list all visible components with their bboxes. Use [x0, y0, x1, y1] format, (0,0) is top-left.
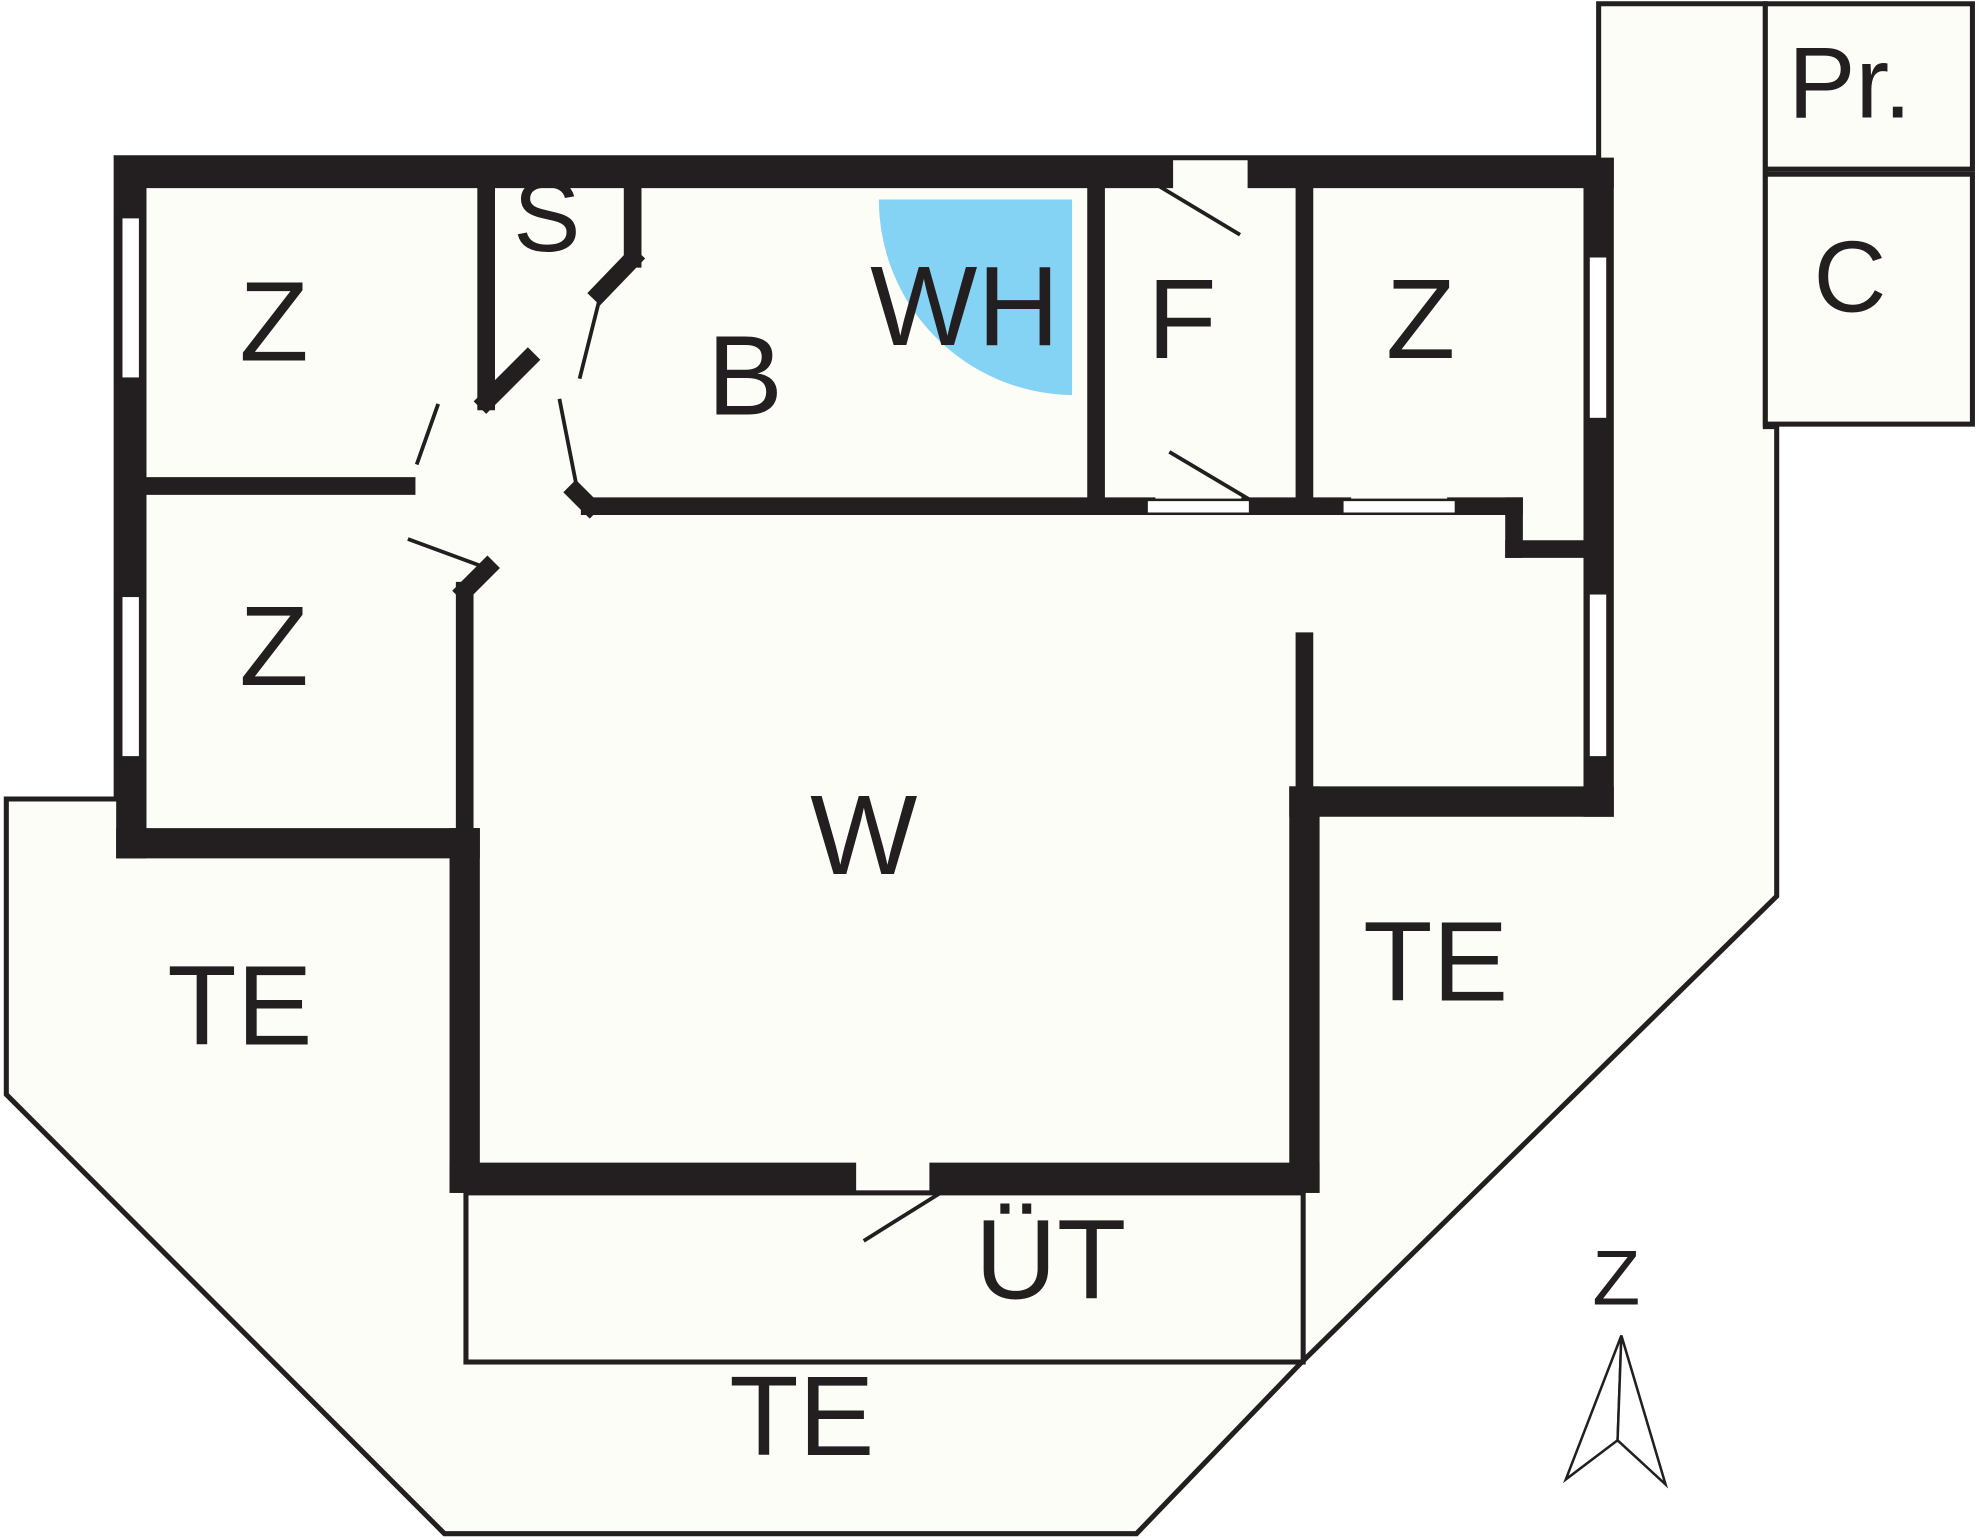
room-label-te-left: TE — [167, 943, 312, 1070]
storage-pr — [1762, 1, 1975, 172]
whirlpool — [878, 199, 1073, 396]
room-label-c: C — [1813, 222, 1886, 334]
room-label-te-right: TE — [1363, 898, 1508, 1025]
compass-label: Z — [1592, 1233, 1640, 1321]
room-label-b: B — [707, 313, 783, 440]
room-label-ut: ÜT — [975, 1196, 1126, 1323]
inner-walls — [130, 174, 1592, 853]
room-label-z2: Z — [239, 583, 308, 710]
room-label-s: S — [513, 161, 580, 273]
room-label-te-bottom: TE — [729, 1353, 874, 1480]
room-label-pr: Pr. — [1788, 27, 1912, 139]
room-label-z1: Z — [239, 258, 308, 385]
room-label-f: F — [1147, 256, 1216, 383]
room-label-w: W — [810, 772, 917, 899]
room-label-wh: WH — [870, 243, 1059, 370]
room-label-z3: Z — [1386, 256, 1455, 383]
door-swings — [407, 183, 1252, 1243]
covered-terrace — [463, 1190, 1306, 1365]
storage-c — [1762, 171, 1975, 427]
north-compass-icon: Z — [1563, 1233, 1669, 1489]
windows — [119, 215, 1609, 759]
